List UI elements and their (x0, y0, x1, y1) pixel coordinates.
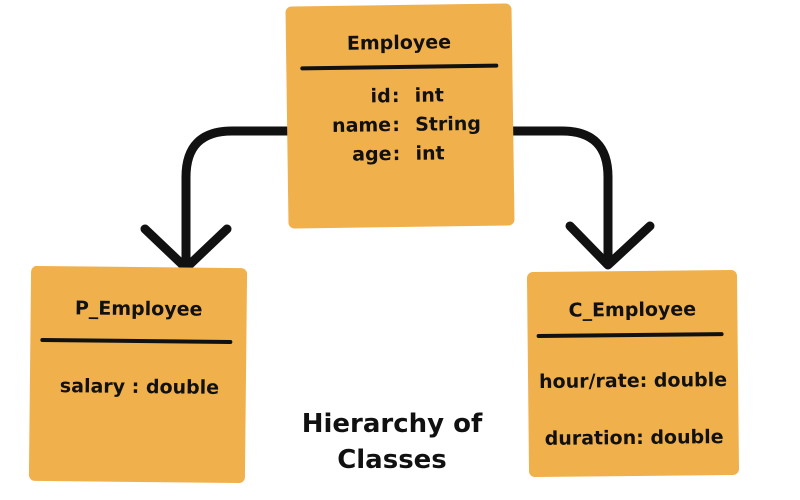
caption-line-1: Hierarchy of (301, 409, 483, 439)
arrowhead-to-c-employee (565, 221, 655, 270)
attribute-name: age (352, 143, 392, 166)
attribute-colon: : (391, 85, 400, 108)
class-divider (40, 337, 233, 344)
class-name: Employee (346, 31, 452, 55)
attribute-type: int (414, 84, 444, 107)
attribute-colon: : (392, 143, 401, 166)
attribute-name: id (370, 85, 391, 108)
class-name: C_Employee (568, 298, 697, 322)
class-p-employee: P_Employee salary : double (28, 265, 248, 484)
caption-line-2: Classes (337, 445, 447, 475)
class-name: P_Employee (74, 297, 203, 321)
connector-to-p-employee (181, 126, 292, 271)
attribute-type: String (414, 112, 482, 136)
attribute-type: int (415, 142, 445, 165)
attribute-salary: salary : double (59, 375, 220, 399)
attribute-colon: : (392, 114, 401, 137)
attribute-duration: duration: double (544, 426, 724, 450)
class-divider (300, 63, 499, 71)
class-c-employee: C_Employee hour/rate: double duration: d… (526, 269, 740, 478)
class-employee: Employee id : int name : String age : in… (285, 3, 515, 229)
class-divider (536, 332, 724, 339)
attribute-row: age : int (287, 141, 513, 173)
attribute-name: name (331, 114, 392, 137)
diagram-caption: Hierarchy of Classes (282, 406, 502, 478)
attribute-list: id : int name : String age : int (287, 83, 514, 173)
attribute-row: name : String (287, 112, 513, 144)
attribute-row: id : int (287, 83, 513, 115)
attribute-hour-rate: hour/rate: double (538, 369, 728, 393)
connector-to-c-employee (508, 126, 613, 269)
